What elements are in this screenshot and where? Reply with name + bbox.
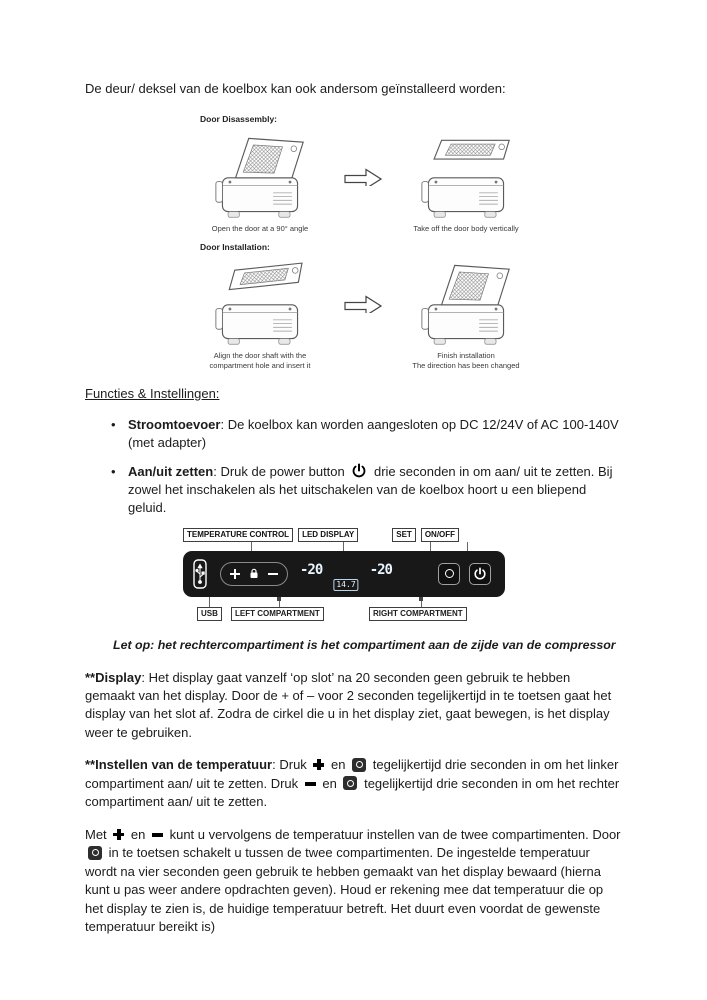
set-temperature-paragraph: **Instellen van de temperatuur: Druk en … — [85, 756, 621, 811]
met-text-4: in te toetsen schakelt u tussen de twee … — [85, 845, 604, 934]
minus-icon — [151, 833, 163, 837]
set-temp-text-3: tegelijkertijd drie seconden in om het l… — [85, 757, 619, 791]
plus-button[interactable] — [230, 568, 240, 579]
set-temp-text-4: en — [318, 775, 341, 791]
power-icon — [352, 463, 366, 477]
figure-take-off: Take off the door body vertically — [391, 129, 541, 234]
lock-icon — [250, 569, 258, 579]
on-off-text-2: drie seconden in om aan/ uit te zetten. … — [128, 463, 613, 516]
caption-take-off: Take off the door body vertically — [413, 223, 519, 233]
center-display-value: 14.7 — [333, 578, 359, 591]
cooler-lid-align-illustration — [215, 262, 305, 345]
installation-figure-row: Align the door shaft with the compartmen… — [185, 256, 621, 371]
power-supply-term: Stroomtoevoer — [128, 416, 221, 432]
minus-icon — [304, 782, 316, 786]
power-icon — [474, 567, 486, 580]
set-button-icon — [88, 845, 102, 860]
set-temp-text-2: en — [327, 757, 350, 773]
bullet-power-supply: Stroomtoevoer: De koelbox kan worden aan… — [85, 416, 621, 453]
figure-align-shaft: Align the door shaft with the compartmen… — [185, 256, 335, 371]
caption-finish-1: Finish installation — [437, 350, 495, 360]
figure-finish: Finish installation The direction has be… — [391, 256, 541, 371]
figure-open-90: Open the door at a 90° angle — [185, 129, 335, 234]
caption-open-90: Open the door at a 90° angle — [211, 223, 309, 233]
right-arrow-icon — [344, 168, 382, 186]
label-set: SET — [392, 527, 416, 542]
label-usb: USB — [197, 606, 222, 621]
door-disassembly-label: Door Disassembly: — [200, 114, 277, 125]
cooler-lid-removed-illustration — [421, 139, 510, 218]
disassembly-figure-row: Open the door at a 90° angle Take off th… — [185, 129, 621, 234]
set-temp-term: **Instellen van de temperatuur — [85, 757, 273, 773]
panel-top-connectors — [183, 541, 519, 551]
label-right-compartment: RIGHT COMPARTMENT — [369, 606, 467, 621]
left-temp-value: -20 — [300, 561, 323, 578]
on-off-term: Aan/uit zetten — [128, 463, 214, 479]
intro-text: De deur/ deksel van de koelbox kan ook a… — [85, 81, 506, 96]
control-panel: -20 14.7 -20 — [183, 550, 505, 597]
set-temp-text-5: tegelijkertijd drie seconden in om het r… — [85, 775, 620, 810]
right-arrow-icon — [344, 295, 382, 313]
caption-finish-2: The direction has been changed — [412, 361, 520, 371]
bullet-list: Stroomtoevoer: De koelbox kan worden aan… — [85, 416, 621, 518]
power-supply-text: : De koelbox kan worden aangesloten op D… — [128, 416, 619, 451]
label-left-compartment: LEFT COMPARTMENT — [231, 606, 324, 621]
met-text-1: Met — [85, 826, 111, 842]
set-button-icon — [444, 569, 454, 579]
temperature-button-group — [220, 561, 288, 586]
power-button[interactable] — [469, 562, 491, 585]
minus-button[interactable] — [268, 572, 278, 576]
control-panel-figure: TEMPERATURE CONTROL LED DISPLAY SET ON/O… — [183, 527, 519, 625]
caption-align-2: compartment hole and insert it — [209, 361, 311, 371]
panel-top-labels: TEMPERATURE CONTROL LED DISPLAY SET ON/O… — [183, 527, 519, 542]
adjust-temperature-paragraph: Met en kunt u vervolgens de temperatuur … — [85, 826, 621, 937]
led-display: -20 14.7 -20 — [300, 555, 393, 593]
caption-align-1: Align the door shaft with the — [213, 350, 307, 360]
door-installation-label: Door Installation: — [200, 241, 270, 252]
plus-icon — [313, 759, 325, 771]
display-term: **Display — [85, 669, 142, 685]
bullet-on-off: Aan/uit zetten: Druk de power button dri… — [85, 463, 621, 518]
met-text-3: kunt u vervolgens de temperatuur instell… — [165, 826, 621, 842]
met-text-2: en — [127, 826, 149, 842]
section-heading: Functies & Instellingen: — [85, 386, 220, 402]
set-button-icon — [343, 776, 358, 791]
set-button[interactable] — [438, 562, 460, 585]
on-off-text-1: : Druk de power button — [213, 463, 349, 479]
label-on-off: ON/OFF — [420, 527, 460, 542]
label-led-display: LED DISPLAY — [298, 527, 359, 542]
display-text: : Het display gaat vanzelf ‘op slot’ na … — [85, 669, 612, 740]
set-temp-text-1: : Druk — [272, 757, 311, 773]
panel-bottom-labels: USB LEFT COMPARTMENT RIGHT COMPARTMENT — [183, 596, 519, 625]
display-paragraph: **Display: Het display gaat vanzelf ‘op … — [85, 669, 621, 743]
usb-port-icon — [193, 559, 207, 589]
cooler-finished-illustration — [421, 264, 510, 345]
cooler-open-lid-illustration — [215, 137, 304, 218]
label-temperature-control: TEMPERATURE CONTROL — [183, 527, 294, 542]
compressor-note: Let op: het rechtercompartiment is het c… — [113, 637, 616, 652]
set-button-icon — [352, 757, 367, 772]
plus-icon — [113, 828, 125, 840]
right-temp-value: -20 — [369, 561, 393, 578]
